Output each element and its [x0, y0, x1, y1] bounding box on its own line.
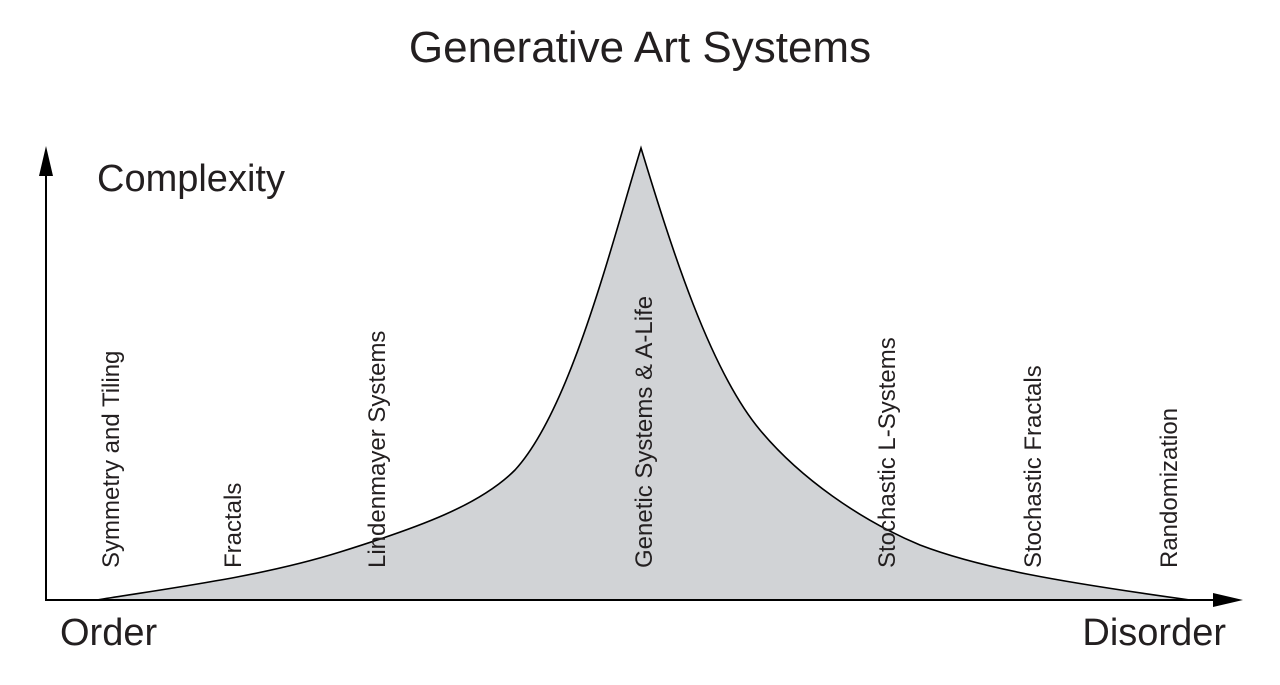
- y-axis-label: Complexity: [97, 158, 285, 200]
- category-label-randomization: Randomization: [1156, 407, 1183, 568]
- complexity-area: [96, 145, 1191, 601]
- category-label-lindenmayer-systems: Lindenmayer Systems: [364, 330, 391, 568]
- category-label-symmetry-tiling: Symmetry and Tiling: [98, 350, 125, 568]
- x-axis-arrow-icon: [1213, 593, 1243, 607]
- x-axis-left-label: Order: [60, 612, 158, 654]
- category-label-genetic-systems-alife: Genetic Systems & A-Life: [631, 295, 658, 568]
- diagram-title: Generative Art Systems: [408, 23, 872, 72]
- x-axis-right-label: Disorder: [1082, 612, 1226, 654]
- category-label-stochastic-lsystems: Stochastic L-Systems: [874, 337, 901, 568]
- y-axis-arrow-icon: [39, 146, 53, 176]
- category-label-stochastic-fractals: Stochastic Fractals: [1020, 365, 1047, 568]
- category-label-fractals: Fractals: [220, 482, 247, 568]
